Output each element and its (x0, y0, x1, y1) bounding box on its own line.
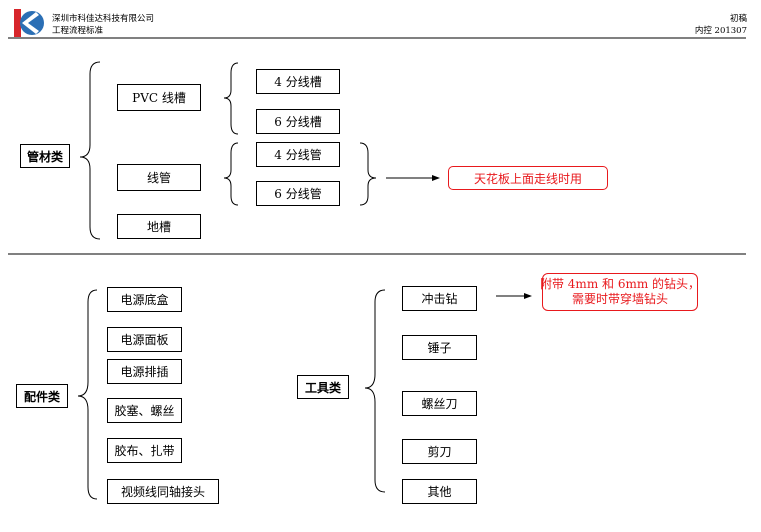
pipe-usage-note: 天花板上面走线时用 (448, 166, 608, 190)
pipe-brace (223, 142, 239, 206)
accessory-tape-ties: 胶布、扎带 (107, 438, 182, 463)
drill-bit-note: 附带 4mm 和 6mm 的钻头， 需要时带穿墙钻头 (539, 273, 701, 311)
conduit-brace (79, 61, 101, 240)
accessories-brace (77, 289, 98, 500)
tool-scissors: 剪刀 (402, 439, 477, 464)
item-pvc-trunking: PVC 线槽 (117, 84, 201, 111)
item-pipe: 线管 (117, 164, 201, 191)
pvc-brace (223, 62, 239, 135)
pvc-size-6: 6 分线槽 (256, 109, 340, 134)
draft-status: 初稿 (729, 14, 747, 24)
drill-bit-note-line-1: 附带 4mm 和 6mm 的钻头， (539, 277, 701, 291)
document-subtitle: 工程流程标准 (52, 26, 104, 36)
company-logo (14, 9, 44, 37)
pvc-size-4: 4 分线槽 (256, 69, 340, 94)
category-conduit: 管材类 (20, 144, 70, 168)
pipe-size-6: 6 分线管 (256, 181, 340, 206)
drill-bit-note-line-2: 需要时带穿墙钻头 (571, 292, 668, 306)
document-code: 内控 201307 (694, 26, 747, 36)
pipe-closing-brace (359, 142, 377, 206)
item-floor-trunking: 地槽 (117, 214, 201, 239)
tool-impact-drill: 冲击钻 (402, 286, 477, 311)
accessory-power-strip: 电源排插 (107, 359, 182, 384)
tool-hammer: 锤子 (402, 335, 477, 360)
category-accessories: 配件类 (16, 384, 68, 408)
pipe-size-4: 4 分线管 (256, 142, 340, 167)
accessory-coax-connector: 视频线同轴接头 (107, 479, 219, 504)
tool-other: 其他 (402, 479, 477, 504)
category-tools: 工具类 (297, 375, 349, 399)
accessory-outlet-box: 电源底盒 (107, 287, 182, 312)
company-name: 深圳市科佳达科技有限公司 (52, 14, 155, 24)
accessory-anchors-screws: 胶塞、螺丝 (107, 398, 182, 423)
accessory-outlet-panel: 电源面板 (107, 327, 182, 352)
tools-brace (364, 289, 386, 493)
tool-screwdriver: 螺丝刀 (402, 391, 477, 416)
